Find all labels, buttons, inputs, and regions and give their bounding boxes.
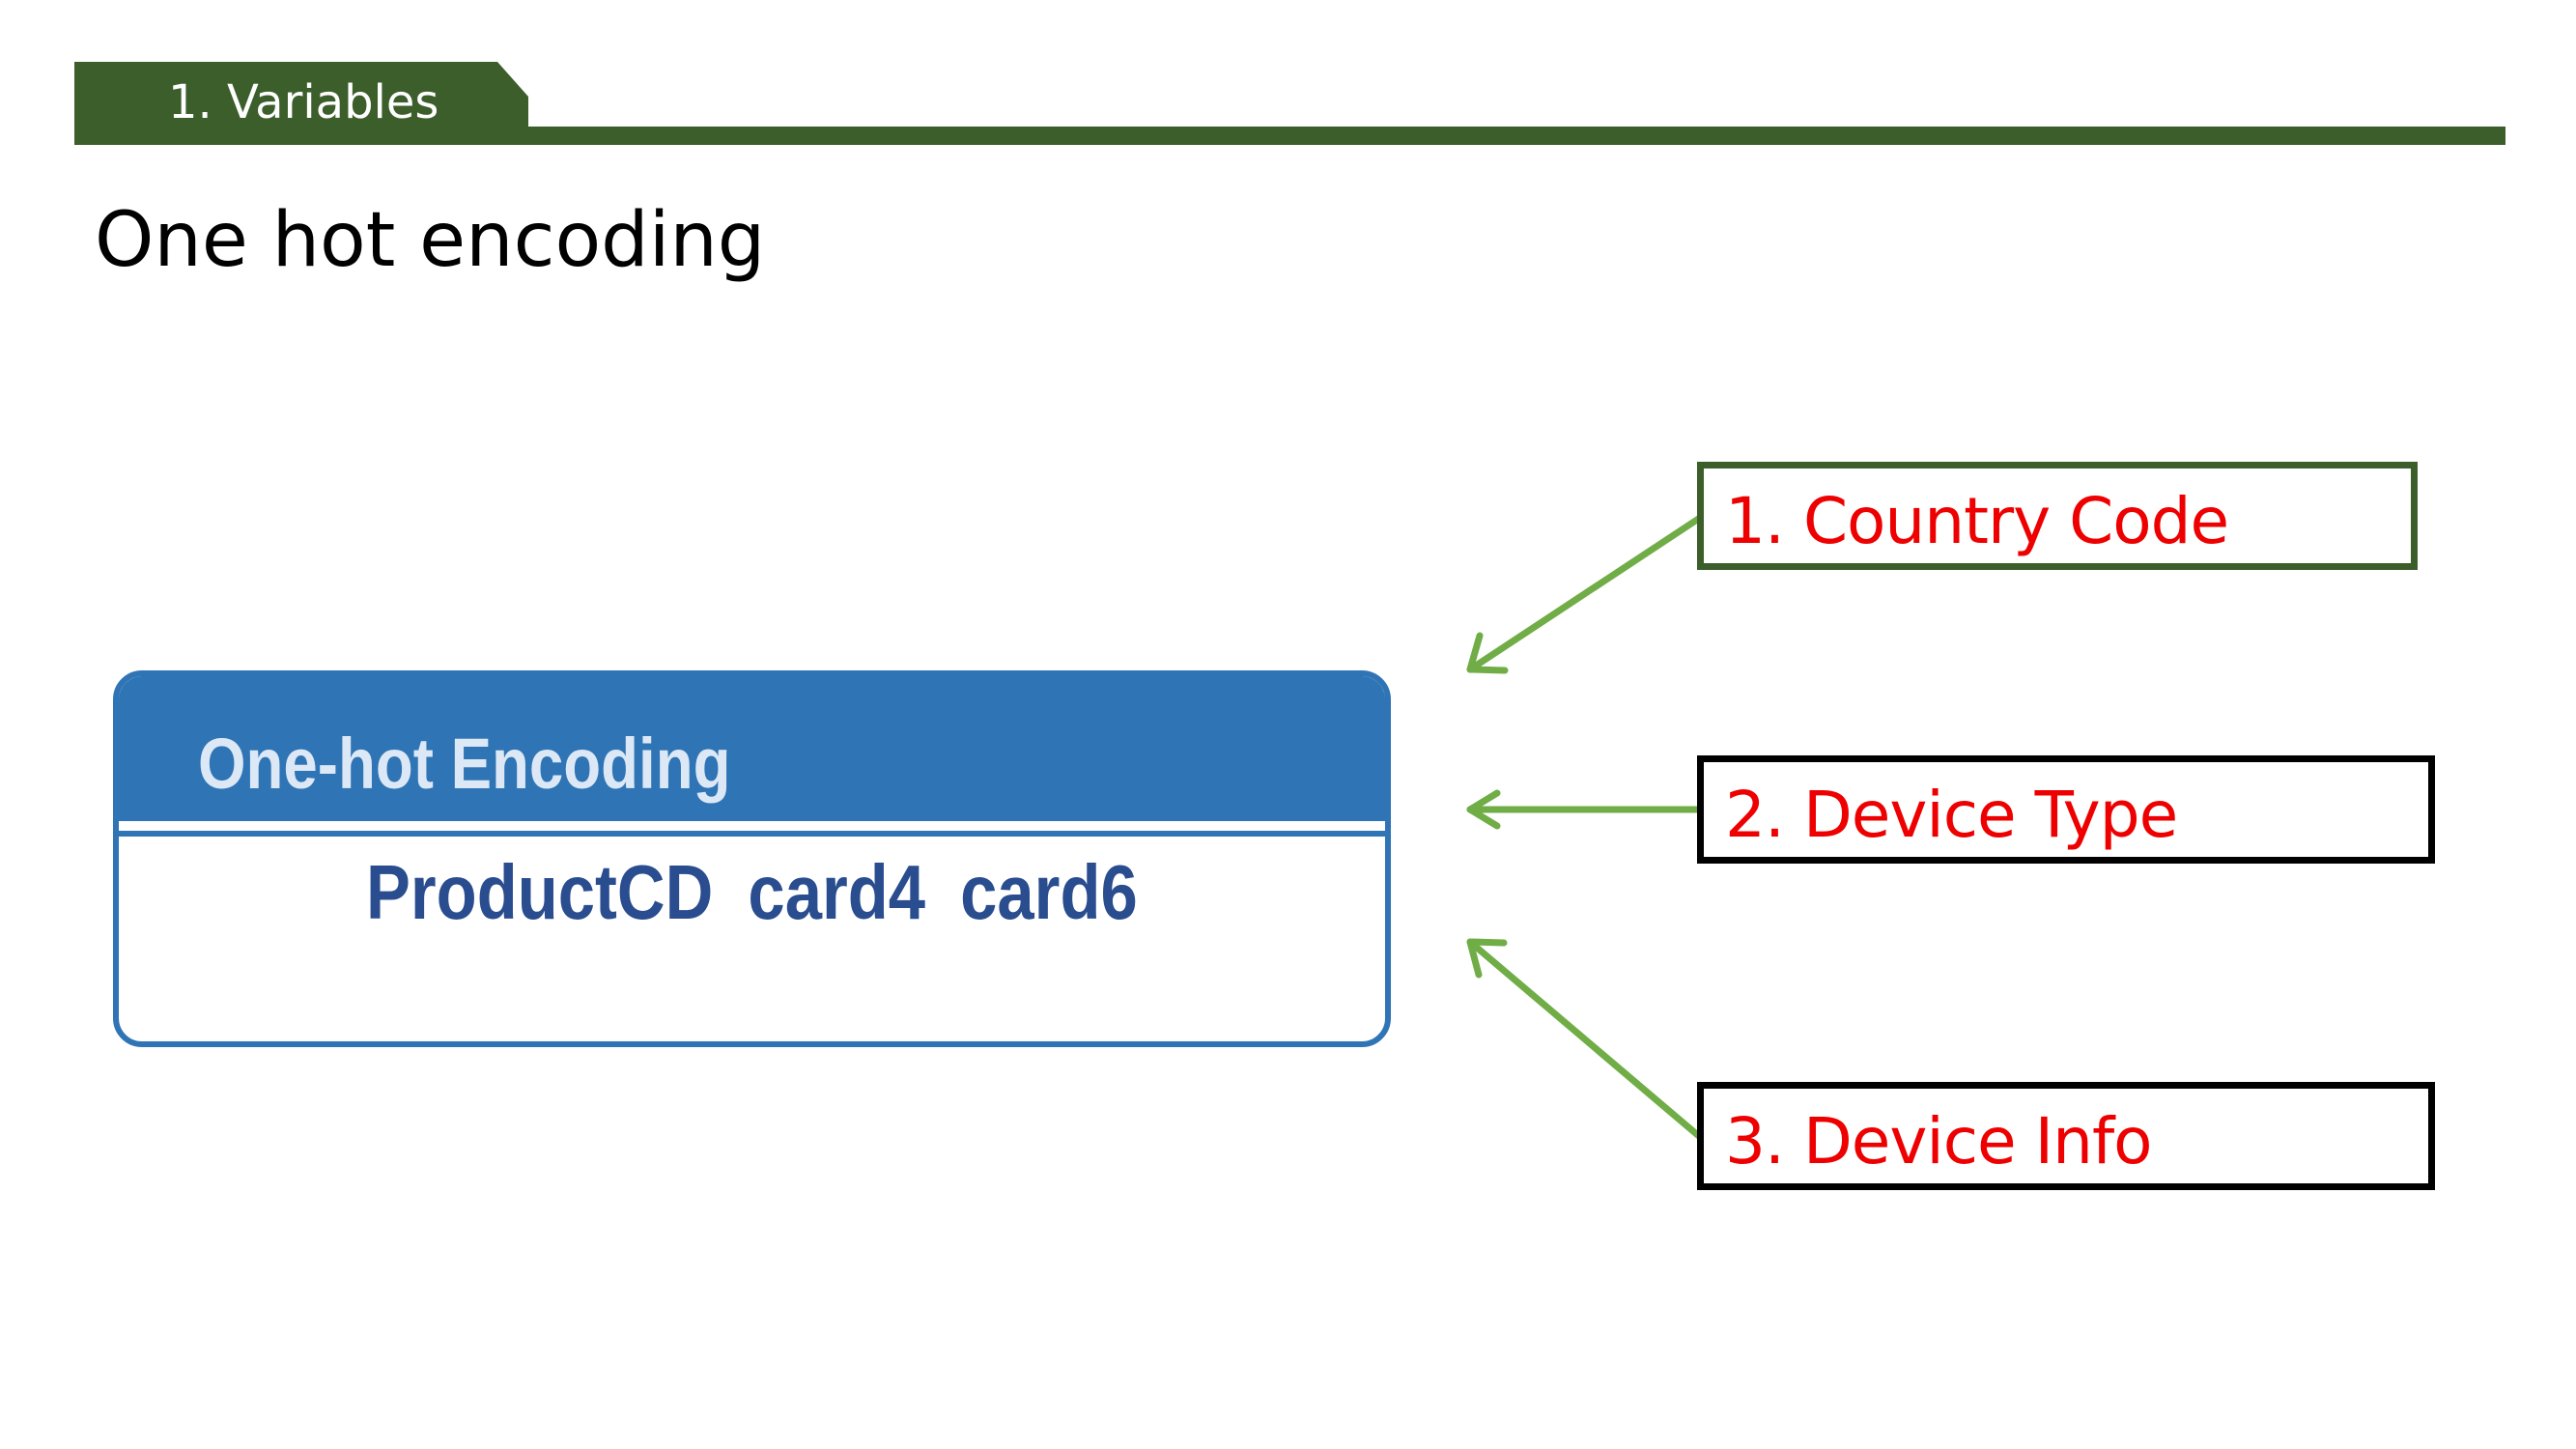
arrow-device-info <box>1466 938 1704 1141</box>
variable-card6: card6 <box>960 849 1138 935</box>
one-hot-encoding-card: One-hot Encoding ProductCD card4 card6 <box>113 670 1391 1047</box>
arrow-device-type <box>1466 789 1704 830</box>
label-device-type: 2. Device Type <box>1725 778 2178 852</box>
section-tab: 1. Variables <box>74 62 528 145</box>
variable-productcd: ProductCD <box>366 849 714 935</box>
variable-list: ProductCD card4 card6 <box>366 848 1138 937</box>
section-label: 1. Variables <box>168 75 439 129</box>
label-box-country-code: 1. Country Code <box>1697 462 2418 570</box>
label-device-info: 3. Device Info <box>1725 1104 2153 1179</box>
header-rule <box>74 127 2505 145</box>
label-box-device-type: 2. Device Type <box>1697 755 2435 864</box>
card-title: One-hot Encoding <box>198 724 731 804</box>
card-header: One-hot Encoding <box>119 676 1385 831</box>
variable-card4: card4 <box>748 849 926 935</box>
card-body: ProductCD card4 card6 <box>119 848 1385 937</box>
arrow-country-code <box>1466 514 1704 674</box>
label-country-code: 1. Country Code <box>1725 484 2229 558</box>
page-title: One hot encoding <box>95 197 766 284</box>
label-box-device-info: 3. Device Info <box>1697 1082 2435 1190</box>
